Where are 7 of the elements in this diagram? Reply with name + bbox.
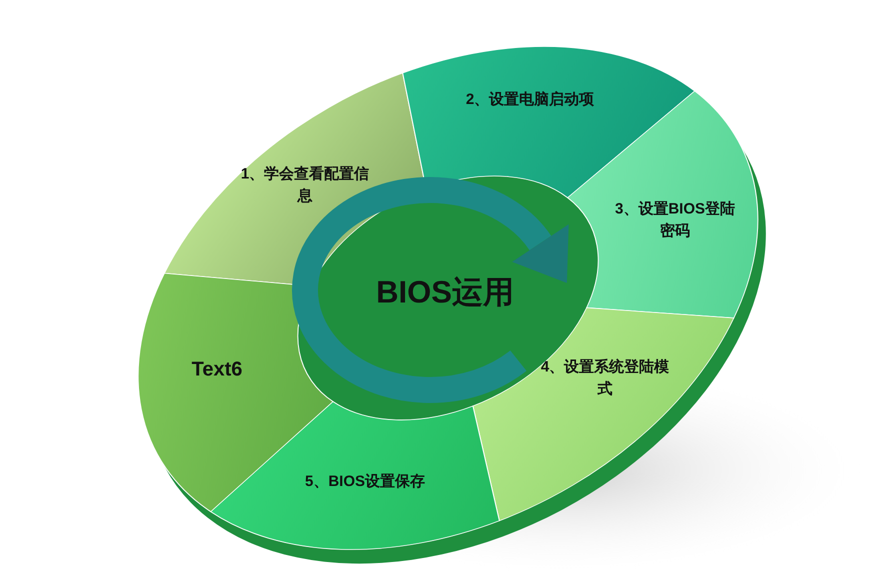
segment-label: Text6	[167, 356, 267, 384]
center-title: BIOS运用	[376, 270, 514, 316]
segment-label: 2、设置电脑启动项	[435, 89, 625, 111]
segment-label: 4、设置系统登陆模式	[540, 356, 670, 400]
segment-label: 3、设置BIOS登陆密码	[615, 198, 735, 242]
segment-label: 5、BIOS设置保存	[270, 471, 460, 493]
segment-label: 1、学会查看配置信息	[240, 163, 370, 207]
